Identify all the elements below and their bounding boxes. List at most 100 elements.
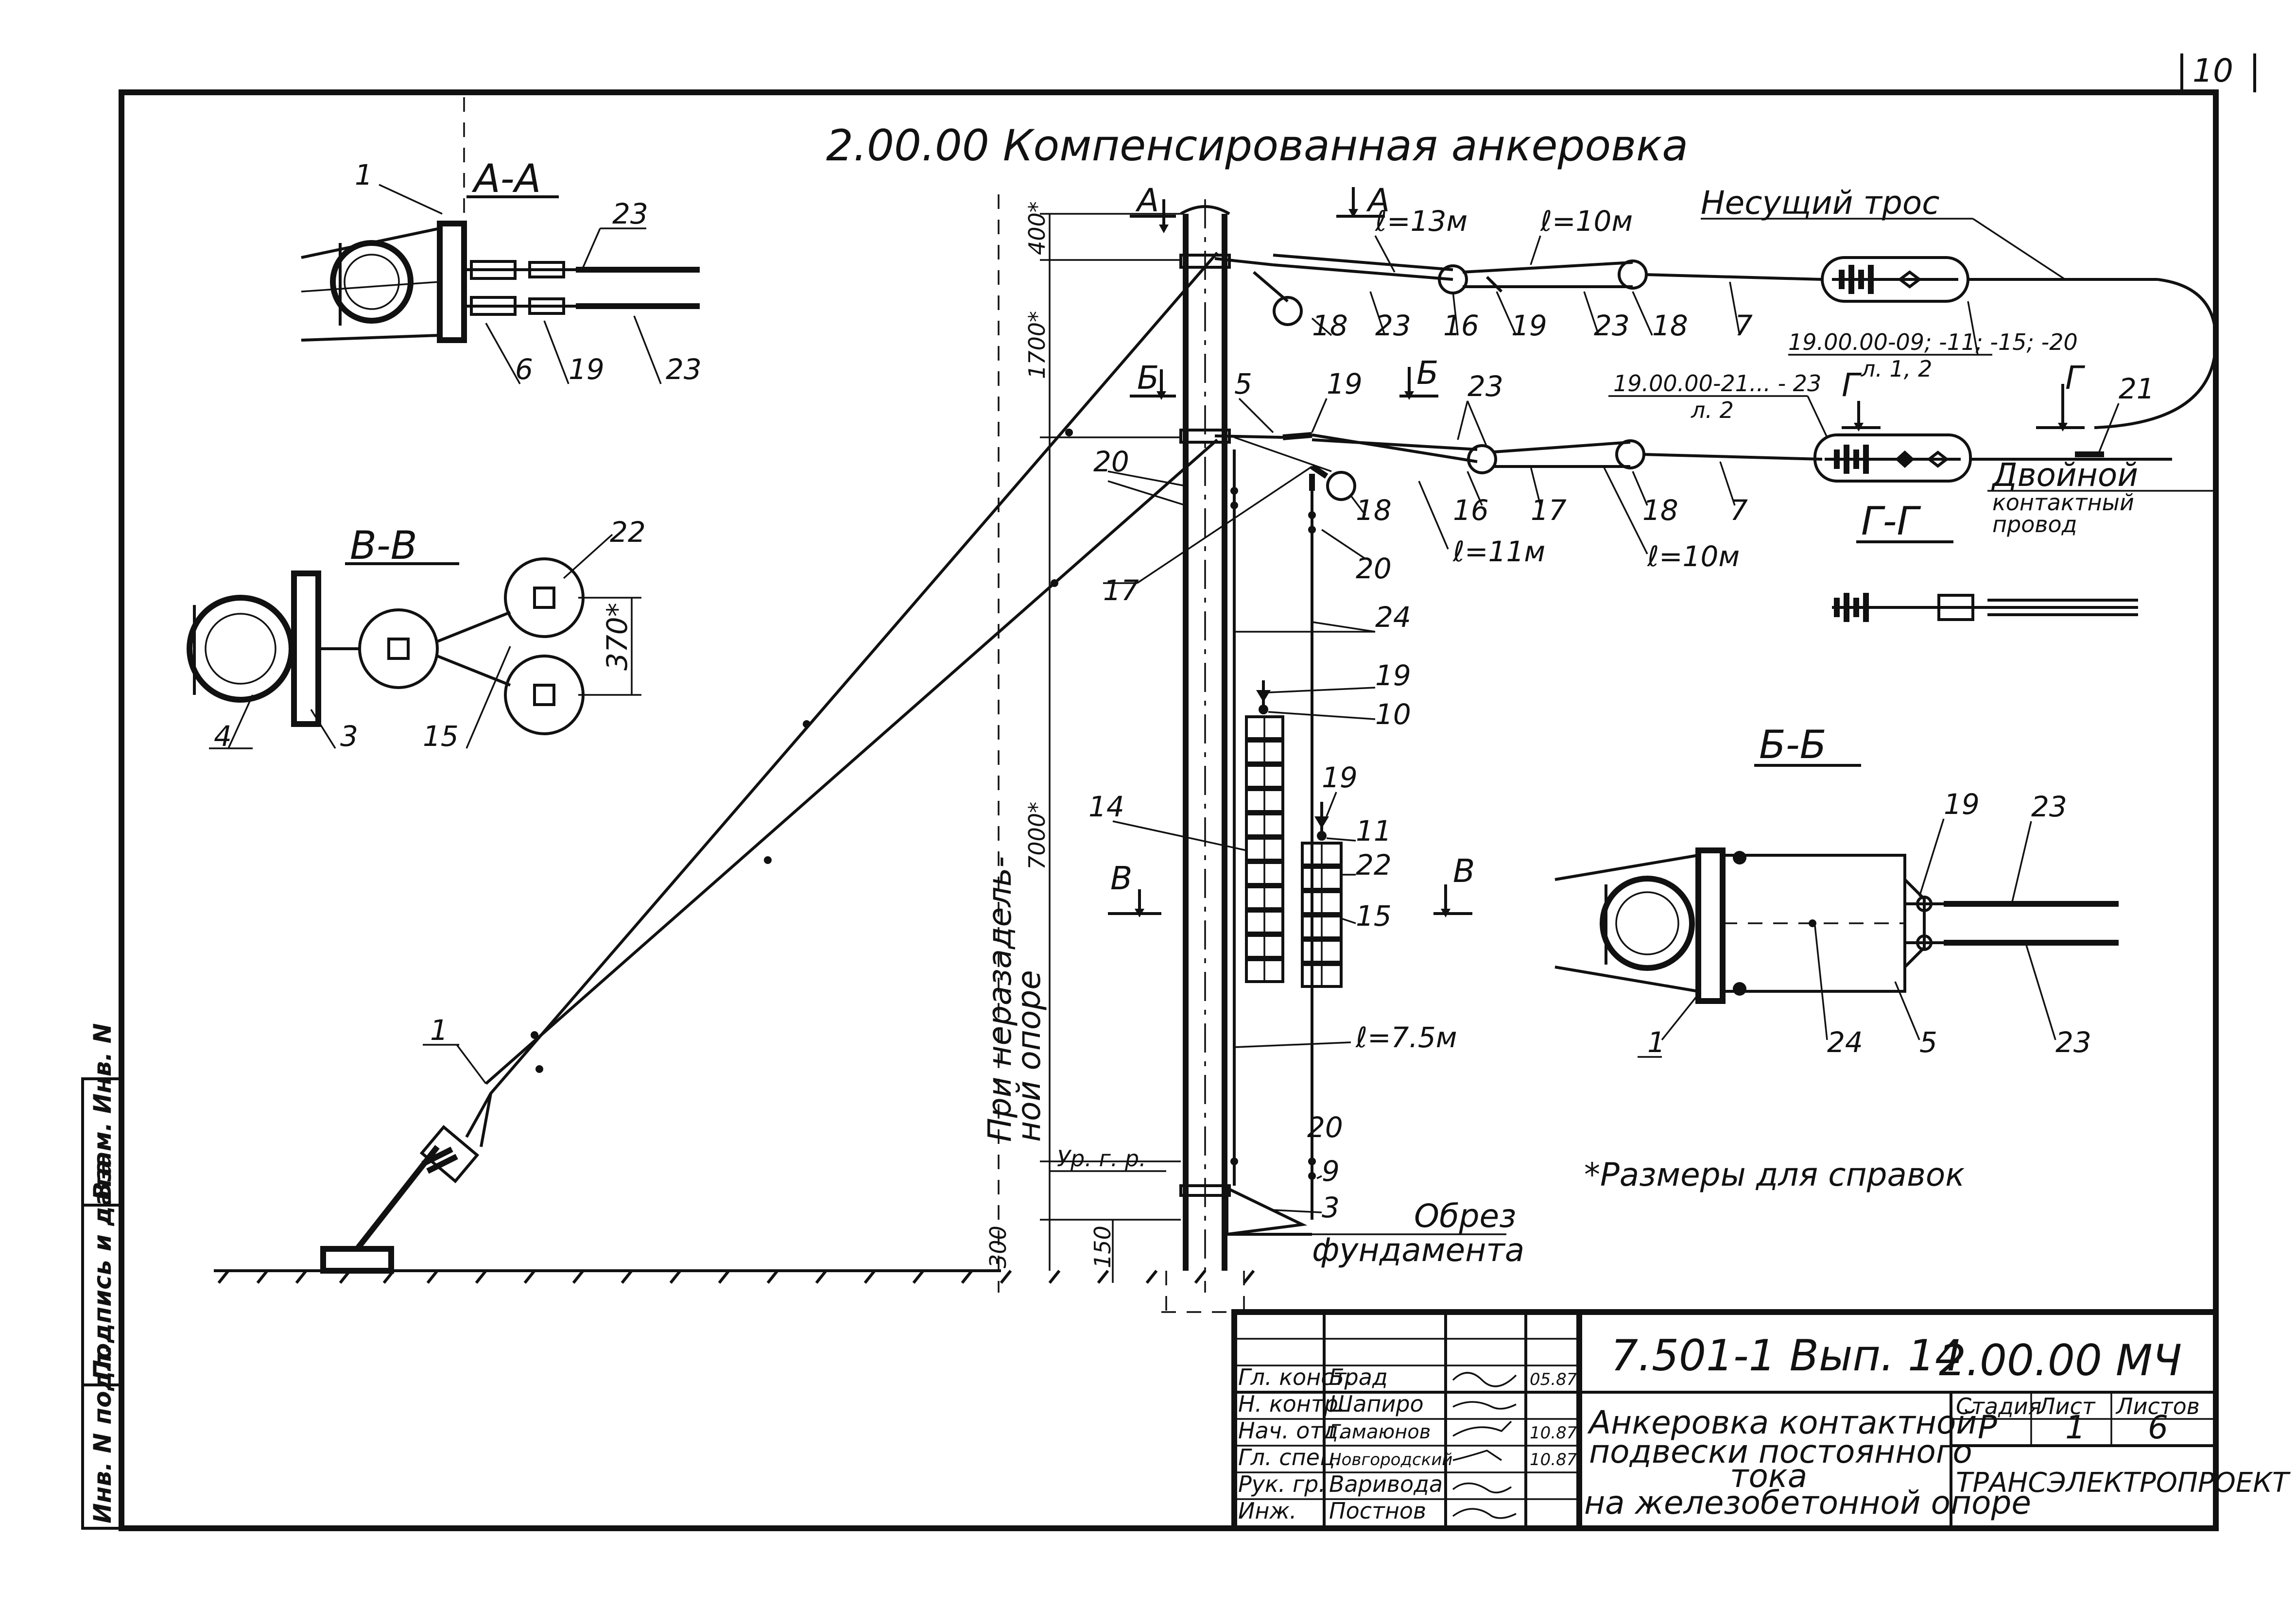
svg-text:16: 16 [1453, 494, 1489, 527]
svg-text:Ур. г. р.: Ур. г. р. [1057, 1145, 1146, 1172]
svg-text:Новгородский: Новгородский [1329, 1450, 1452, 1469]
svg-text:10: 10 [1375, 698, 1411, 731]
svg-text:14: 14 [1088, 790, 1124, 823]
svg-text:6: 6 [515, 353, 533, 386]
svg-text:на железобетонной опоре: на железобетонной опоре [1584, 1484, 2031, 1521]
svg-text:23: 23 [666, 353, 702, 386]
svg-text:Б: Б [1416, 354, 1438, 392]
svg-text:Двойной: Двойной [1991, 456, 2138, 494]
svg-text:5: 5 [1919, 1026, 1937, 1059]
svg-text:24: 24 [1375, 601, 1411, 634]
svg-text:19: 19 [1375, 659, 1411, 692]
svg-text:300: 300 [985, 1226, 1011, 1268]
page-number: 10 [2192, 52, 2233, 89]
doc-code: 7.501-1 Вып. 14 [1611, 1331, 1962, 1381]
counterweights: 24 19 10 19 11 22 15 14 ℓ=7.5м 20 9 3 [1088, 601, 1457, 1224]
svg-text:1: 1 [2065, 1409, 2086, 1446]
svg-text:1: 1 [430, 1014, 448, 1047]
section-g-g: Г-Г [1832, 499, 2138, 622]
svg-text:Б-Б: Б-Б [1759, 722, 1827, 767]
svg-text:9: 9 [1322, 1155, 1340, 1188]
svg-text:20: 20 [1356, 552, 1392, 585]
svg-text:19.00.00-21... - 23: 19.00.00-21... - 23 [1613, 370, 1821, 397]
svg-text:Р: Р [1978, 1409, 1997, 1446]
weight-stack-14 [1245, 715, 1284, 983]
svg-text:ℓ=11м: ℓ=11м [1452, 535, 1545, 568]
svg-text:23: 23 [1467, 370, 1503, 403]
frame: 10 [119, 52, 2256, 1531]
svg-text:24: 24 [1827, 1026, 1863, 1059]
svg-text:тока: тока [1730, 1457, 1807, 1495]
svg-text:провод: провод [1992, 511, 2077, 537]
organization: ТРАНСЭЛЕКТРОПРОЕКТ [1956, 1467, 2291, 1499]
title-block: 7.501-1 Вып. 14 2.00.00 МЧ Анкеровка кон… [1231, 1309, 2291, 1531]
svg-text:Несущий трос: Несущий трос [1701, 184, 1940, 222]
svg-text:А: А [1366, 182, 1390, 219]
svg-text:Стадия: Стадия [1956, 1393, 2041, 1419]
svg-text:23: 23 [2055, 1026, 2091, 1059]
svg-text:370*: 370* [601, 603, 634, 671]
svg-text:ной опоре: ной опоре [1010, 970, 1048, 1142]
svg-text:Н. контр.: Н. контр. [1238, 1391, 1345, 1417]
svg-text:1700*: 1700* [1024, 311, 1050, 379]
svg-text:15: 15 [423, 720, 459, 753]
svg-text:11: 11 [1356, 814, 1392, 847]
svg-text:Листов: Листов [2115, 1393, 2200, 1419]
svg-text:контактный: контактный [1992, 489, 2134, 516]
svg-text:400*: 400* [1024, 201, 1050, 255]
svg-text:21: 21 [2119, 372, 2155, 405]
svg-text:20: 20 [1307, 1111, 1343, 1144]
section-v-v: В-В 370* 22 4 3 15 [187, 516, 646, 753]
guy-wires: 1 [423, 252, 1219, 1147]
svg-text:15: 15 [1356, 899, 1392, 933]
svg-text:л. 1, 2: л. 1, 2 [1861, 356, 1932, 382]
svg-text:В-В: В-В [350, 523, 417, 568]
signature-marks [1452, 1372, 1517, 1519]
svg-text:При неразадель-: При неразадель- [981, 856, 1019, 1142]
svg-text:22: 22 [610, 516, 646, 549]
svg-text:Г-Г: Г-Г [1861, 499, 1921, 544]
svg-text:18: 18 [1356, 494, 1392, 527]
svg-text:Г: Г [2065, 359, 2086, 397]
ground [214, 1125, 1255, 1284]
svg-text:фундамента: фундамента [1312, 1231, 1524, 1269]
svg-text:л. 2: л. 2 [1691, 397, 1734, 423]
svg-text:Брад: Брад [1329, 1364, 1388, 1390]
svg-text:19: 19 [1322, 761, 1358, 794]
svg-text:В: В [1110, 860, 1132, 897]
svg-text:Анкеровка контактной: Анкеровка контактной [1587, 1404, 1977, 1441]
svg-text:ℓ=10м: ℓ=10м [1540, 205, 1633, 238]
svg-text:Гл. конст.: Гл. конст. [1238, 1364, 1353, 1390]
cut-markers: А А Б Б В В Г Г [1108, 182, 2086, 917]
svg-text:19: 19 [1511, 309, 1547, 342]
strip-inv-orig: Инв. N подл. [88, 1344, 117, 1523]
svg-text:05.87: 05.87 [1530, 1370, 1577, 1389]
left-strip: Инв. N подл. Подпись и дата Взам. Инв. N [81, 1023, 123, 1530]
svg-text:Варивода: Варивода [1329, 1471, 1443, 1497]
lower-anchor: 5 19 23 19.00.00-21... - 23 л. 2 21 Двой… [1093, 367, 2216, 1220]
svg-text:6: 6 [2148, 1409, 2168, 1446]
svg-text:ℓ=7.5м: ℓ=7.5м [1355, 1021, 1457, 1054]
vertical-dimensions: 400* 1700* 7000* 300 150 При неразадель-… [981, 201, 1524, 1283]
weight-stack-22 [1301, 842, 1343, 988]
svg-text:18: 18 [1652, 309, 1688, 342]
svg-text:16: 16 [1443, 309, 1479, 342]
svg-text:3: 3 [340, 720, 358, 753]
svg-text:19: 19 [569, 353, 604, 386]
svg-text:Постнов: Постнов [1329, 1498, 1426, 1524]
svg-text:4: 4 [214, 720, 232, 753]
svg-text:Шапиро: Шапиро [1329, 1391, 1424, 1417]
section-b-b: Б-Б 19 23 1 24 5 23 [1554, 722, 2119, 1059]
svg-text:Нач. отд.: Нач. отд. [1238, 1417, 1346, 1444]
strip-inv-repl: Взам. Инв. N [88, 1023, 117, 1200]
svg-text:17: 17 [1103, 574, 1139, 607]
svg-text:1: 1 [1647, 1026, 1665, 1059]
svg-text:7000*: 7000* [1024, 802, 1050, 870]
section-a-a: А-А 1 23 6 19 23 [301, 156, 702, 386]
svg-text:23: 23 [2031, 790, 2067, 823]
svg-text:150: 150 [1089, 1226, 1116, 1268]
svg-text:Рук. гр.: Рук. гр. [1238, 1471, 1326, 1497]
svg-text:ℓ=13м: ℓ=13м [1375, 205, 1467, 238]
svg-text:22: 22 [1356, 848, 1392, 881]
svg-text:Гамаюнов: Гамаюнов [1329, 1421, 1431, 1443]
